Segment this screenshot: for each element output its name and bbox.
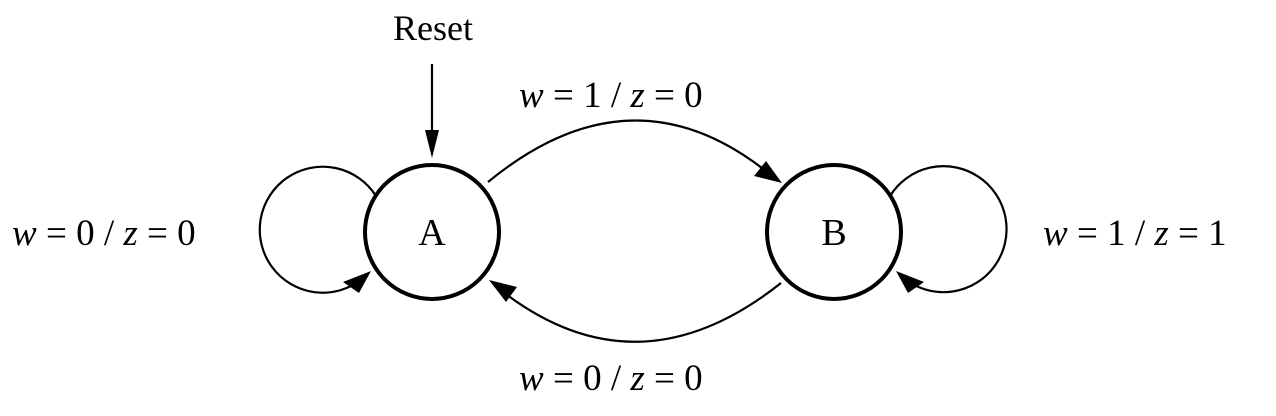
state-a-circle xyxy=(363,163,501,301)
state-b-label: B xyxy=(821,212,846,254)
edge-b-to-a xyxy=(489,280,782,343)
arrowhead-a-to-b xyxy=(754,161,782,183)
edge-b-self xyxy=(889,165,1008,294)
self-loop-b-arc xyxy=(889,165,1008,294)
arrowhead-b-self xyxy=(896,271,924,293)
edge-a-self xyxy=(258,165,377,294)
output-value: 0 xyxy=(177,213,196,254)
input-var: w xyxy=(519,75,544,116)
output-value: 0 xyxy=(684,75,703,116)
edge-label-b-self: w = 1 / z = 1 xyxy=(1043,213,1227,254)
input-var: w xyxy=(12,213,37,254)
reset-arrow xyxy=(425,64,439,158)
arrowhead-b-to-a xyxy=(489,280,517,302)
edge-label-b-to-a: w = 0 / z = 0 xyxy=(519,358,703,399)
state-a: A xyxy=(363,163,501,301)
arrowhead-reset xyxy=(425,130,439,158)
edge-label-a-self: w = 0 / z = 0 xyxy=(12,213,196,254)
output-var: z xyxy=(122,213,137,254)
output-value: 1 xyxy=(1208,213,1227,254)
output-var: z xyxy=(1153,213,1168,254)
input-value: 1 xyxy=(1107,213,1126,254)
output-var: z xyxy=(629,75,644,116)
input-var: w xyxy=(519,358,544,399)
edge-label-a-to-b: w = 1 / z = 0 xyxy=(519,75,703,116)
input-var: w xyxy=(1043,213,1068,254)
output-value: 0 xyxy=(684,358,703,399)
self-loop-a-arc xyxy=(258,165,377,294)
state-b-circle xyxy=(765,163,903,301)
input-value: 1 xyxy=(583,75,602,116)
state-b: B xyxy=(765,163,903,301)
state-a-label: A xyxy=(418,212,446,254)
edge-a-to-b-arc xyxy=(487,119,773,183)
edge-a-to-b xyxy=(487,119,782,183)
arrowhead-a-self xyxy=(343,271,371,293)
input-value: 0 xyxy=(76,213,95,254)
edge-b-to-a-arc xyxy=(497,282,782,343)
output-var: z xyxy=(629,358,644,399)
reset-label: Reset xyxy=(393,8,473,48)
input-value: 0 xyxy=(583,358,602,399)
